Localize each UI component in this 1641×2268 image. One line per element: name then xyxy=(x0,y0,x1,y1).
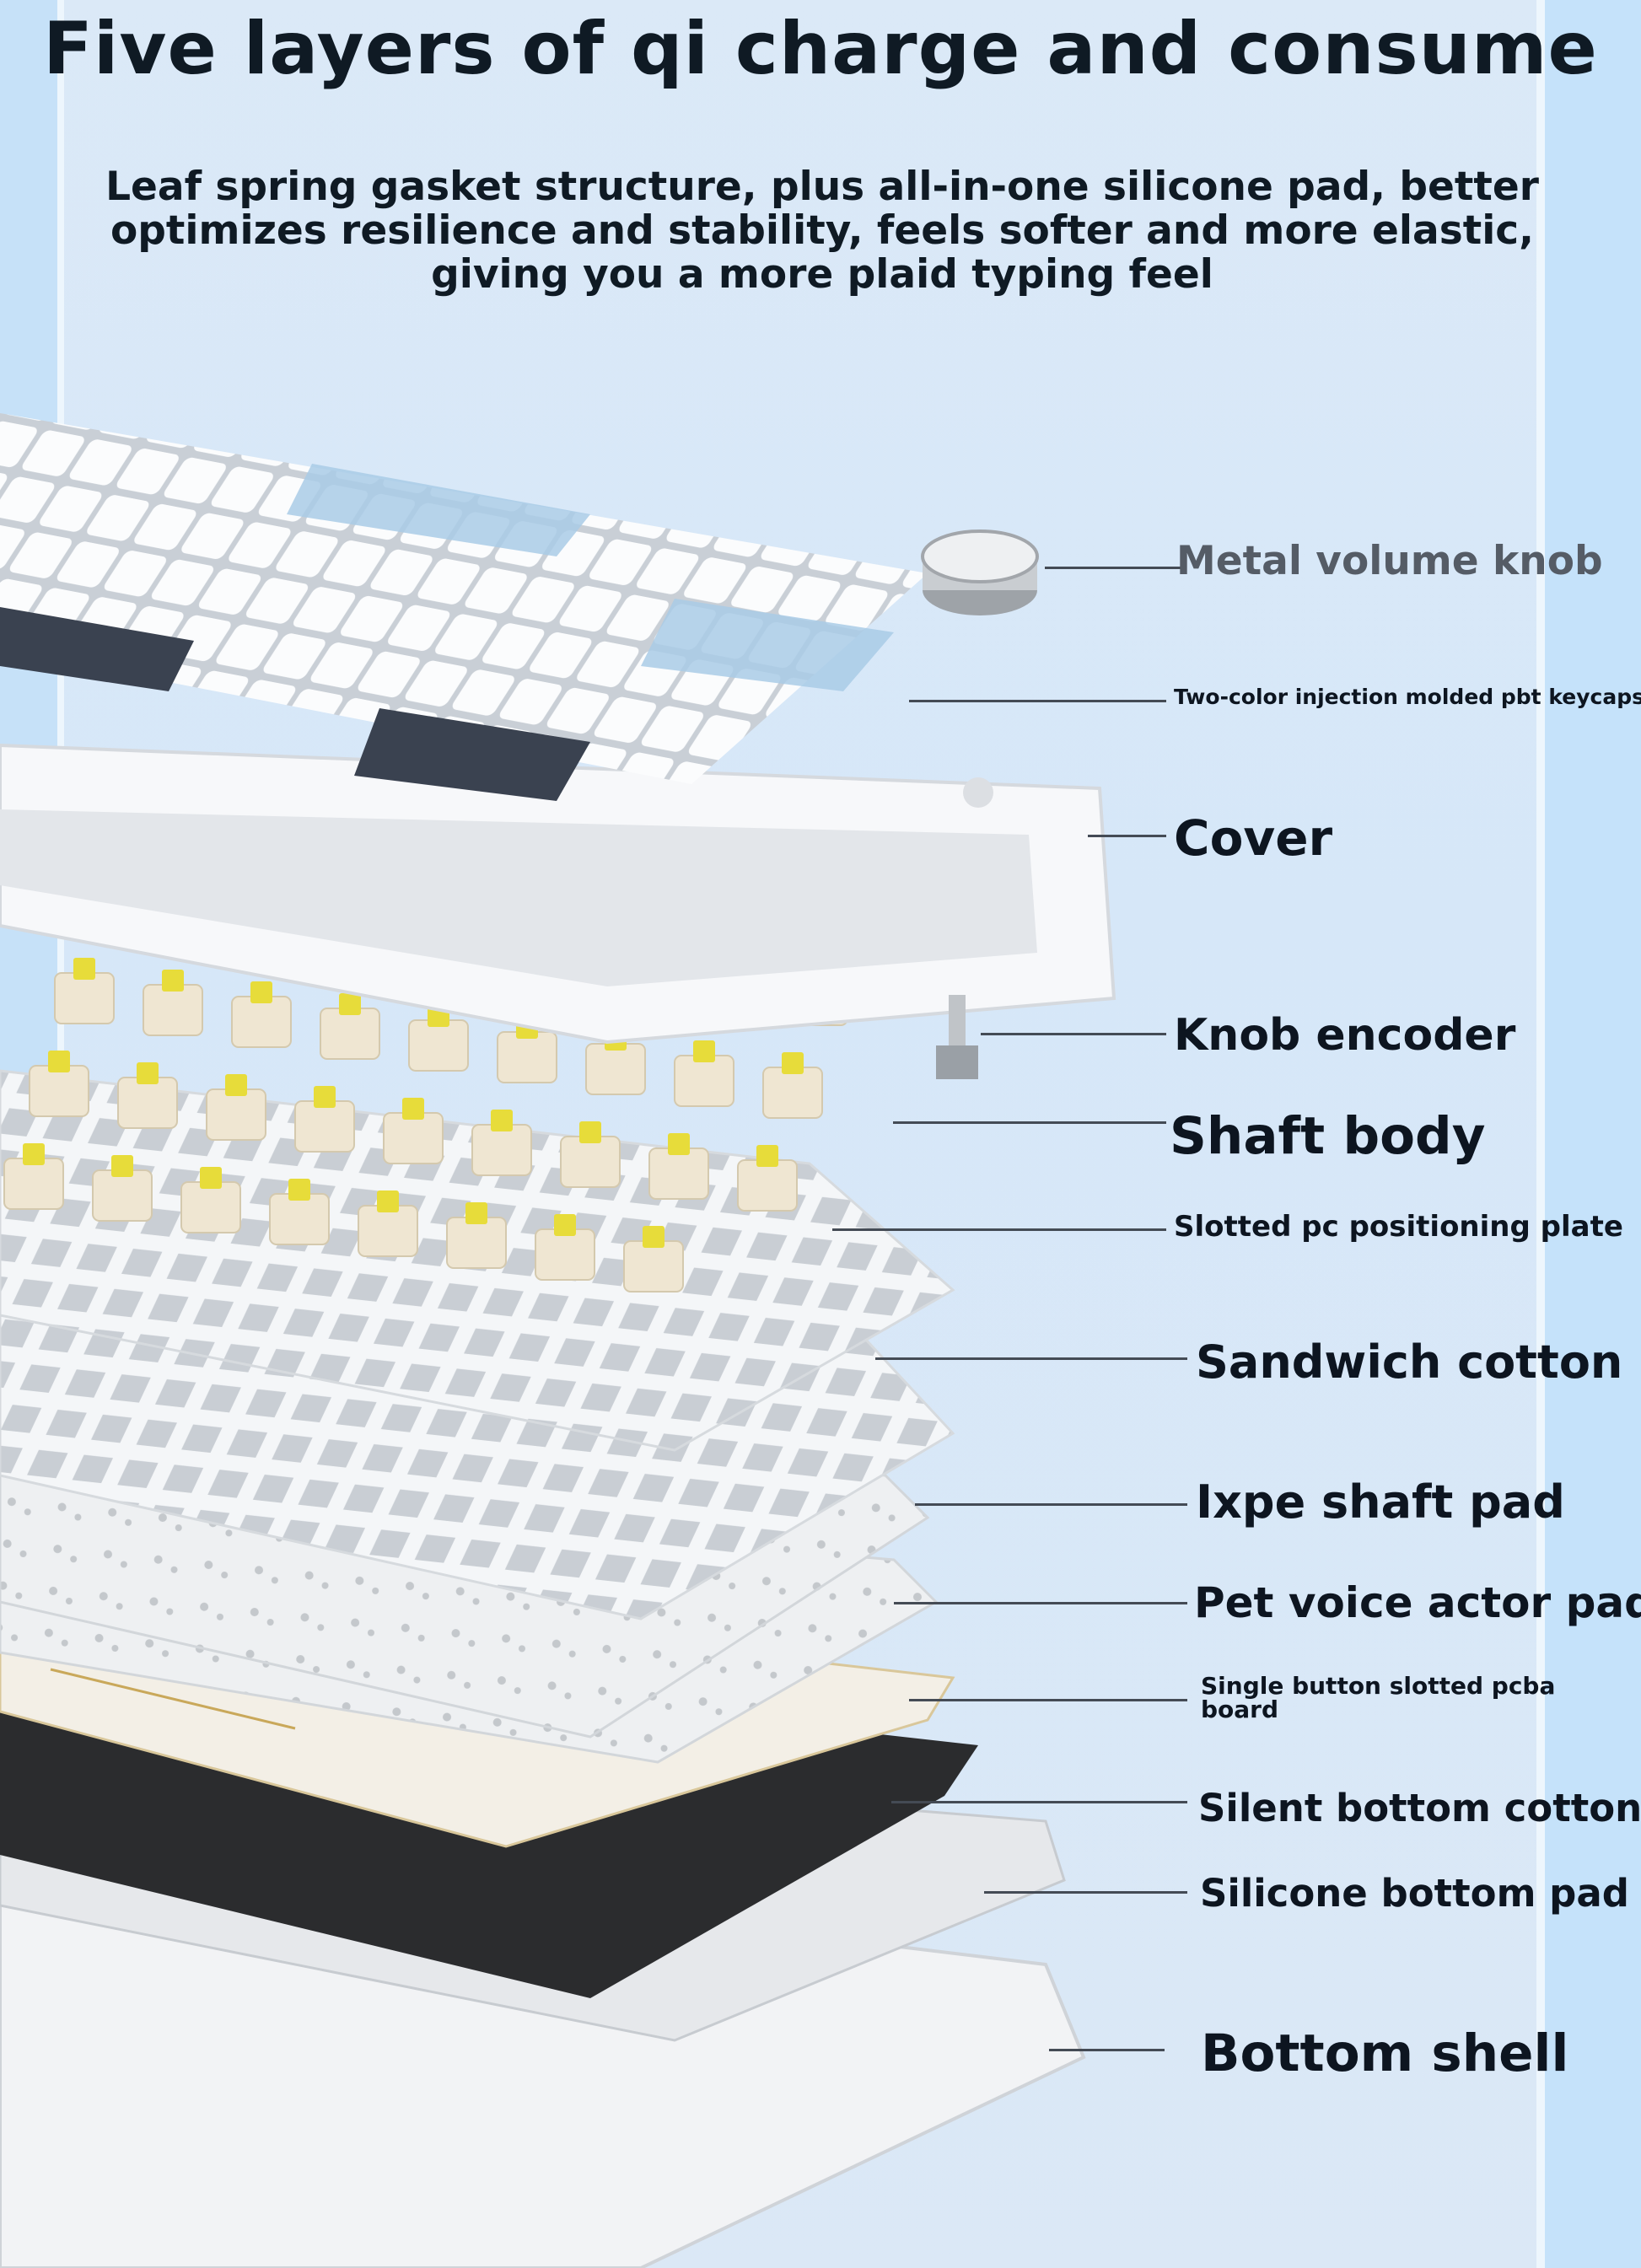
keycaps-layer xyxy=(0,413,928,801)
switch-icon xyxy=(54,958,115,1024)
leader-line xyxy=(832,1228,1166,1231)
cover-layer xyxy=(0,743,1116,1045)
label-sandwich-cotton: Sandwich cotton xyxy=(1196,1336,1623,1389)
switch-icon xyxy=(358,1190,418,1257)
leader-line xyxy=(984,1891,1187,1894)
page-subtitle: Leaf spring gasket structure, plus all-i… xyxy=(105,164,1539,298)
leader-line xyxy=(1088,835,1166,837)
switch-icon xyxy=(320,993,380,1060)
switch-icon xyxy=(471,1110,532,1176)
label-silicone-bottom-pad: Silicone bottom pad xyxy=(1200,1871,1629,1916)
label-metal-volume-knob: Metal volume knob xyxy=(1176,538,1603,584)
label-pcba-line2: board xyxy=(1201,1696,1279,1723)
switch-icon xyxy=(560,1121,621,1188)
switch-icon xyxy=(535,1214,595,1281)
leader-line xyxy=(909,700,1166,702)
switch-icon xyxy=(674,1040,734,1107)
switch-icon xyxy=(383,1098,444,1164)
switch-icon xyxy=(623,1226,684,1293)
switch-icon xyxy=(206,1074,266,1141)
label-cover: Cover xyxy=(1174,809,1333,867)
right-band xyxy=(1545,0,1641,2268)
label-positioning-plate: Slotted pc positioning plate xyxy=(1174,1210,1623,1244)
switch-icon xyxy=(29,1051,89,1117)
switch-icon xyxy=(180,1167,241,1233)
volume-knob-icon xyxy=(921,529,1039,615)
page-title: Five layers of qi charge and consume xyxy=(43,7,1598,91)
label-keycaps: Two-color injection molded pbt keycaps xyxy=(1174,685,1641,709)
label-silent-bottom-cotton: Silent bottom cotton xyxy=(1198,1786,1641,1830)
leader-line xyxy=(1045,567,1184,569)
switch-icon xyxy=(3,1143,64,1210)
label-pet-pad: Pet voice actor pad xyxy=(1194,1578,1641,1627)
switch-icon xyxy=(231,981,292,1048)
switch-icon xyxy=(648,1133,709,1200)
switch-icon xyxy=(762,1052,823,1119)
label-shaft-body: Shaft body xyxy=(1170,1106,1486,1166)
leader-line xyxy=(891,1801,1187,1803)
leader-line xyxy=(909,1699,1187,1701)
switch-icon xyxy=(446,1202,507,1269)
leader-line xyxy=(981,1033,1166,1035)
label-bottom-shell: Bottom shell xyxy=(1201,2023,1569,2083)
switch-icon xyxy=(294,1086,355,1153)
label-knob-encoder: Knob encoder xyxy=(1174,1010,1516,1061)
switch-icon xyxy=(143,970,203,1036)
label-ixpe-shaft-pad: Ixpe shaft pad xyxy=(1196,1475,1565,1529)
leader-line xyxy=(893,1121,1166,1124)
leader-line xyxy=(915,1503,1187,1506)
knob-encoder-icon xyxy=(936,995,978,1079)
switch-icon xyxy=(117,1062,178,1129)
leader-line xyxy=(875,1357,1187,1360)
switch-icon xyxy=(269,1179,330,1245)
switch-icon xyxy=(737,1145,798,1212)
label-pcba-line1: Single button slotted pcba xyxy=(1201,1672,1556,1700)
right-strip xyxy=(1536,0,1545,2268)
leader-line xyxy=(1049,2049,1165,2051)
leader-line xyxy=(894,1602,1187,1604)
switch-icon xyxy=(92,1155,153,1222)
